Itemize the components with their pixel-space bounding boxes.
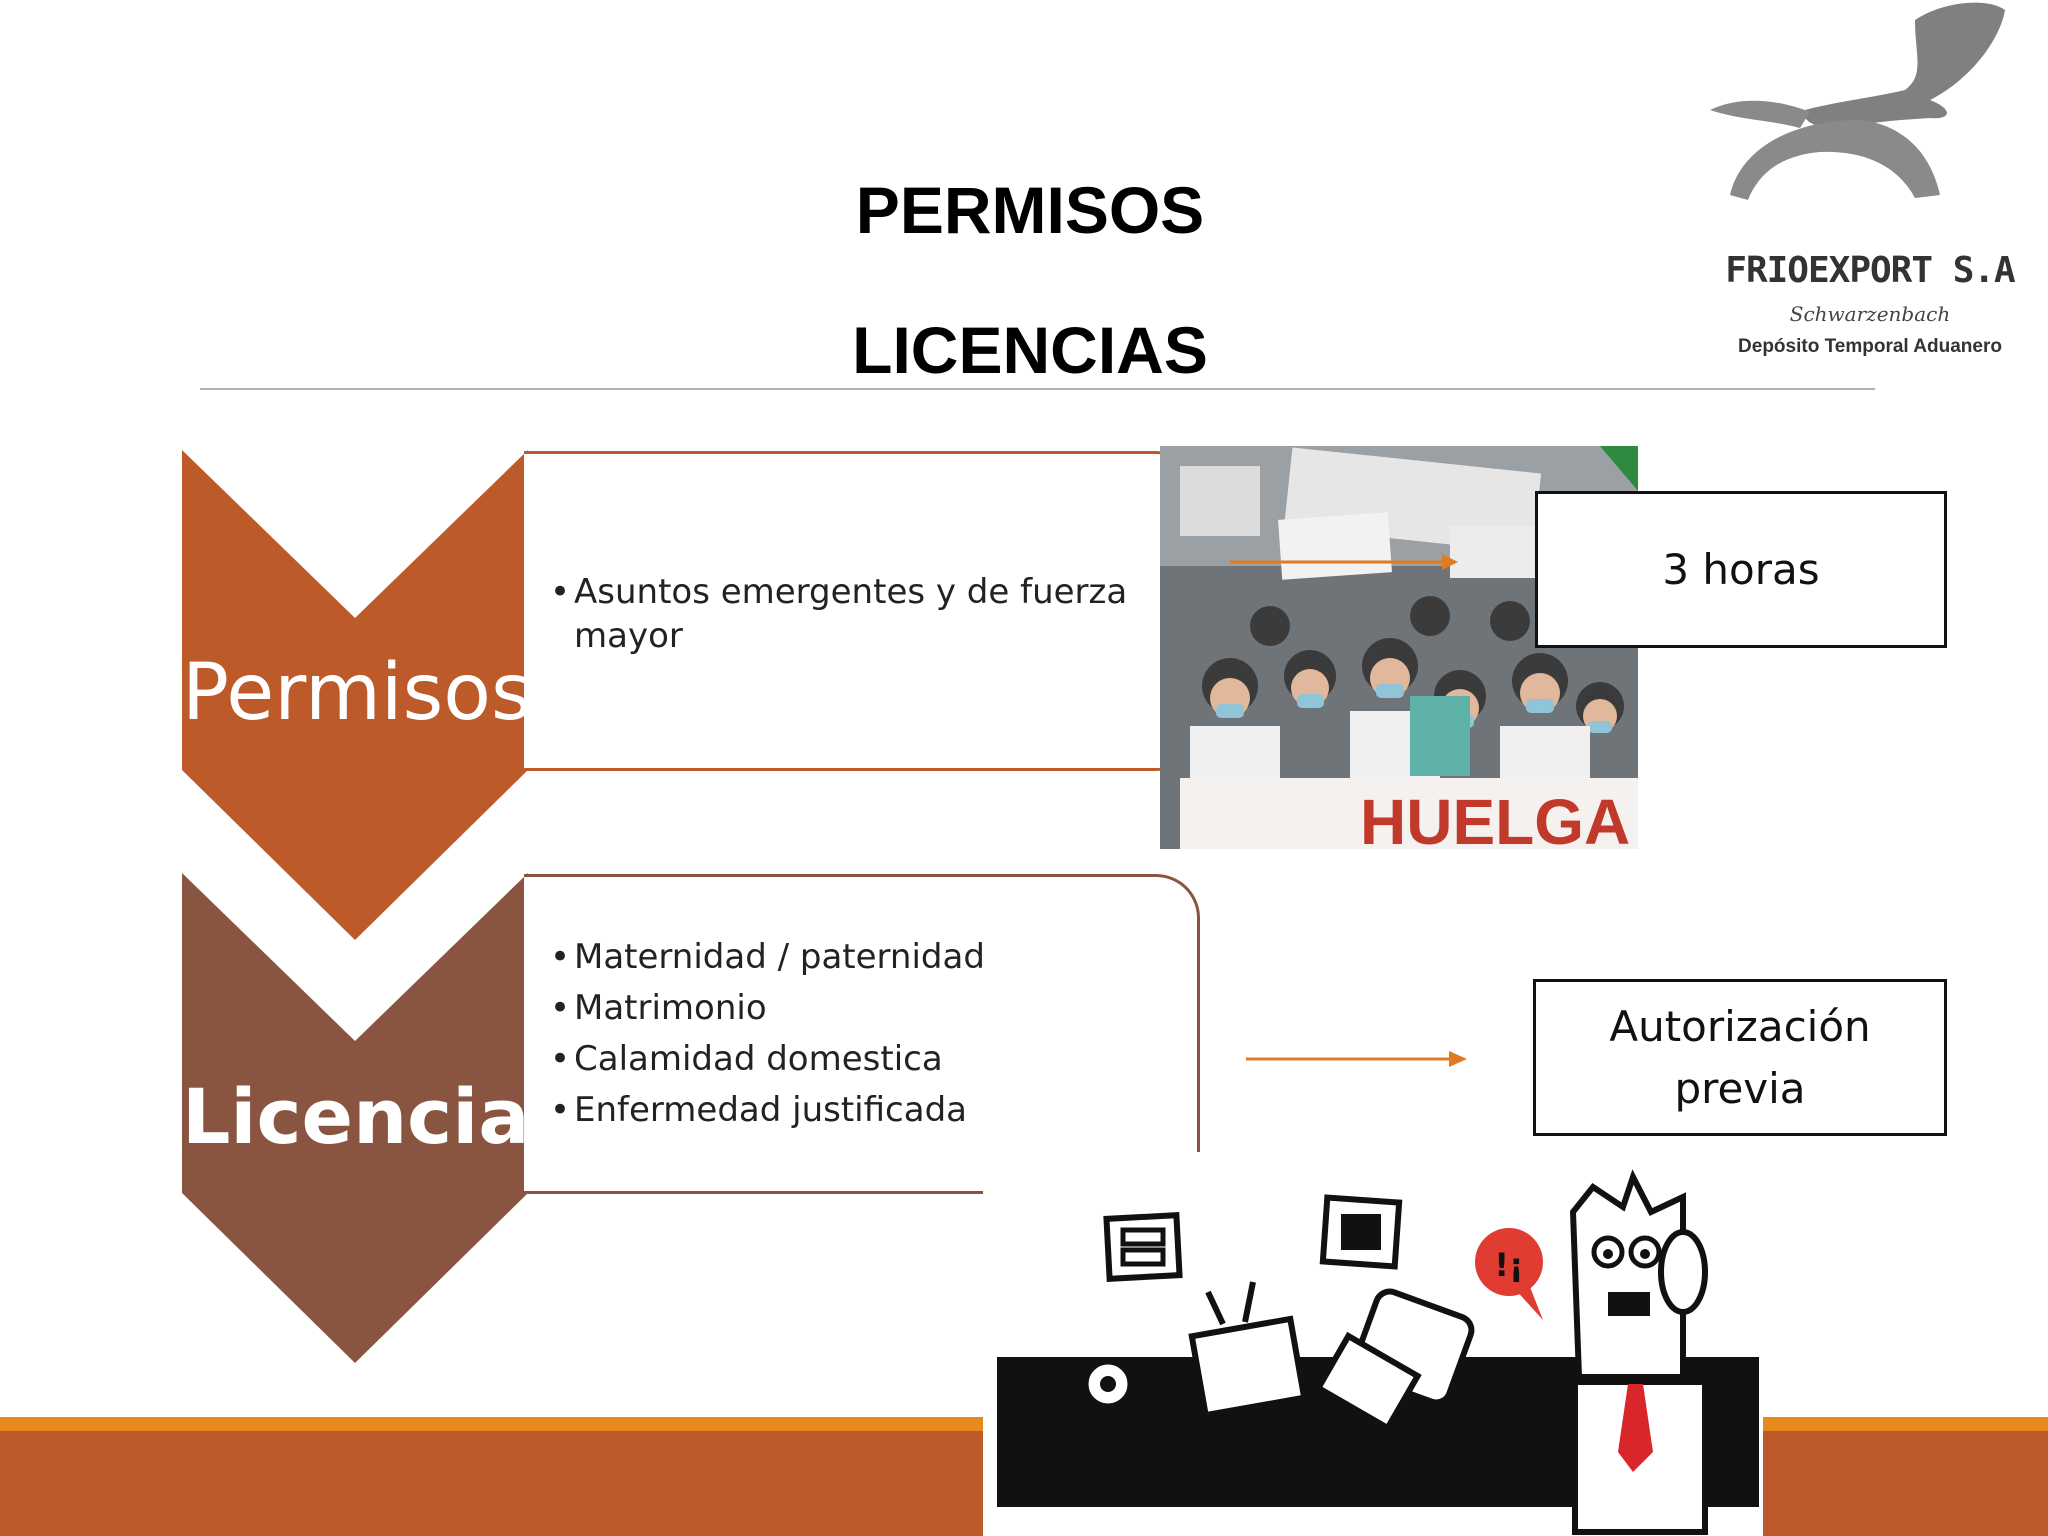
permisos-box: Asuntos emergentes y de fuerza mayor	[524, 451, 1200, 771]
licencias-result-line-1: Autorización	[1609, 1001, 1871, 1051]
licencias-result-box: Autorización previa	[1533, 979, 1947, 1136]
frioexport-logo	[1710, 2, 2005, 200]
page-title: PERMISOS	[855, 173, 1205, 247]
permisos-result-text: 3 horas	[1662, 544, 1820, 594]
permisos-chevron	[182, 450, 528, 940]
licencias-item: Calamidad domestica	[550, 1037, 1157, 1081]
cartoon-illustration: !¡	[983, 1152, 1763, 1536]
logo-script: Schwarzenbach	[1789, 302, 1951, 326]
permisos-label: Permisos	[182, 648, 532, 738]
cartoon-speech-text: !¡	[1494, 1246, 1523, 1284]
permisos-item: Asuntos emergentes y de fuerza mayor	[550, 570, 1157, 658]
page-subtitle: LICENCIAS	[852, 313, 1208, 387]
licencias-label: Licencias	[182, 1072, 575, 1161]
logo-name: FRIOEXPORT S.A	[1725, 250, 2015, 291]
protest-banner-text: HUELGA	[1360, 786, 1630, 849]
licencias-chevron	[182, 873, 528, 1363]
title-divider	[200, 388, 1875, 390]
licencias-item: Enfermedad justificada	[550, 1088, 1157, 1132]
logo-tagline: Depósito Temporal Aduanero	[1738, 336, 2002, 357]
licencias-item: Matrimonio	[550, 986, 1157, 1030]
licencias-arrow	[1246, 1051, 1467, 1067]
licencias-box: Maternidad / paternidad Matrimonio Calam…	[524, 874, 1200, 1194]
licencias-result-line-2: previa	[1674, 1063, 1806, 1113]
permisos-result-box: 3 horas	[1535, 491, 1947, 648]
licencias-item: Maternidad / paternidad	[550, 935, 1157, 979]
